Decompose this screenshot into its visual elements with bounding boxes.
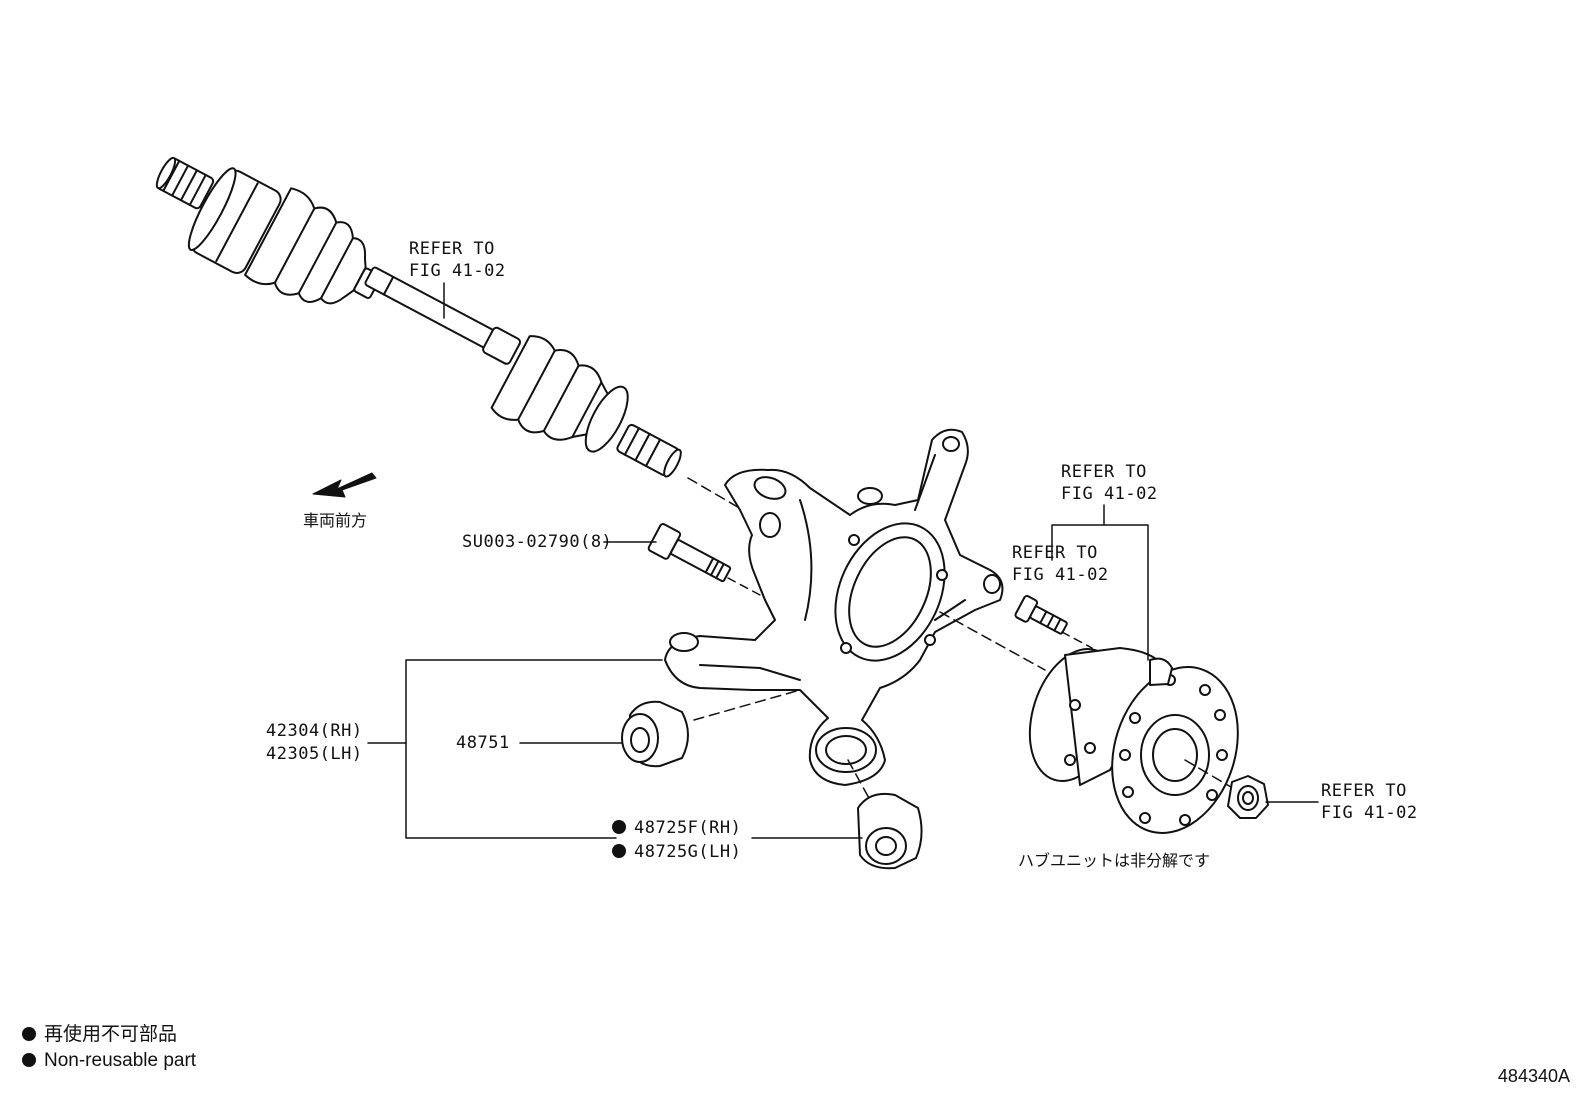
refer-line-2: FIG 41-02 bbox=[1321, 803, 1418, 823]
bushing-part-number: 48751 bbox=[456, 733, 510, 753]
filled-circle-icon bbox=[22, 1053, 36, 1067]
refer-label-shaft: REFER TO FIG 41-02 bbox=[409, 238, 506, 282]
arrow-left-icon bbox=[312, 472, 377, 498]
filled-circle-icon bbox=[22, 1027, 36, 1041]
nut-axis-line bbox=[1184, 759, 1237, 791]
filled-circle-icon bbox=[612, 820, 626, 834]
bolt-part-number: SU003-02790(8) bbox=[462, 532, 613, 552]
hub-nut bbox=[1227, 775, 1269, 819]
legend-en-text: Non-reusable part bbox=[44, 1050, 197, 1071]
bushing-lh-text: 48725G(LH) bbox=[634, 842, 742, 862]
steering-knuckle bbox=[664, 428, 1004, 786]
bushing-48751 bbox=[621, 689, 801, 768]
knuckle-part-rh: 42304(RH) bbox=[266, 721, 363, 741]
refer-label-hub-bolt: REFER TO FIG 41-02 bbox=[1012, 542, 1109, 586]
hub-bolt bbox=[1014, 595, 1093, 649]
figure-id: 484340A bbox=[1497, 1066, 1570, 1086]
bushing-rh-text: 48725F(RH) bbox=[634, 818, 742, 838]
hub-unit bbox=[1028, 647, 1239, 834]
hub-non-disassembly-note: ハブユニットは非分解です bbox=[1018, 851, 1211, 870]
bushing-48725 bbox=[847, 759, 923, 870]
legend-row-en: Non-reusable part bbox=[22, 1048, 196, 1074]
refer-line-1: REFER TO bbox=[1061, 462, 1147, 482]
refer-line-2: FIG 41-02 bbox=[409, 261, 506, 281]
knuckle-bolt bbox=[647, 523, 761, 596]
legend: 再使用不可部品 Non-reusable part bbox=[22, 1022, 196, 1074]
refer-line-2: FIG 41-02 bbox=[1012, 565, 1109, 585]
front-of-vehicle-label: 車両前方 bbox=[303, 511, 368, 530]
legend-row-jp: 再使用不可部品 bbox=[22, 1022, 196, 1048]
hub-axis-line bbox=[939, 611, 1046, 671]
legend-jp-text: 再使用不可部品 bbox=[44, 1024, 178, 1045]
drive-shaft bbox=[155, 156, 761, 521]
leader-lines bbox=[367, 282, 1319, 839]
refer-line-2: FIG 41-02 bbox=[1061, 484, 1158, 504]
refer-line-1: REFER TO bbox=[1012, 543, 1098, 563]
refer-label-hub-assy: REFER TO FIG 41-02 bbox=[1061, 461, 1158, 505]
refer-line-1: REFER TO bbox=[1321, 781, 1407, 801]
filled-circle-icon bbox=[612, 844, 626, 858]
knuckle-part-lh: 42305(LH) bbox=[266, 744, 363, 764]
refer-line-1: REFER TO bbox=[409, 239, 495, 259]
bushing-part-lh: 48725G(LH) bbox=[612, 841, 741, 863]
bushing-part-rh: 48725F(RH) bbox=[612, 817, 741, 839]
refer-label-nut: REFER TO FIG 41-02 bbox=[1321, 780, 1418, 824]
